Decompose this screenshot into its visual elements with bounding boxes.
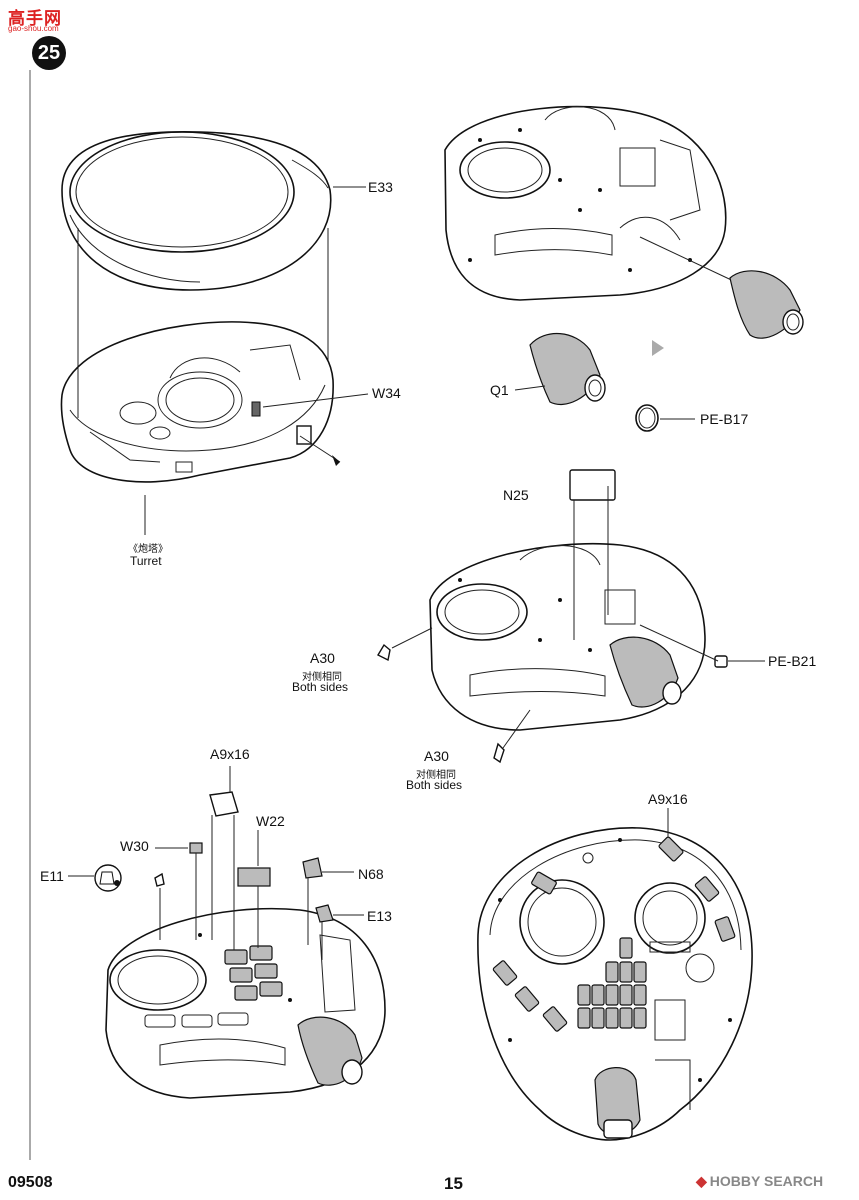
step-badge: 25 <box>32 36 66 70</box>
watermark: ◆HOBBY SEARCH <box>696 1173 823 1190</box>
site-logo: 高手网 gao-shou.com <box>6 4 76 34</box>
part-q1-sleeve <box>529 332 606 406</box>
glue-icon <box>94 864 122 892</box>
part-q1-sleeve-installed <box>729 270 804 339</box>
part-w22 <box>237 867 271 887</box>
site-logo-url: gao-shou.com <box>8 24 59 33</box>
turret-top-view <box>477 827 753 1141</box>
label-pe-b17: PE-B17 <box>700 411 749 427</box>
label-a30-left-cn: 对侧相同 <box>302 672 342 683</box>
turret-shell-lower <box>60 321 334 483</box>
label-w22: W22 <box>256 813 285 829</box>
part-a30-right <box>493 742 505 764</box>
part-e13 <box>315 904 334 923</box>
mantlet-sleeve-middle <box>609 636 682 708</box>
label-turret-en: Turret <box>130 554 162 568</box>
label-e13: E13 <box>367 908 392 924</box>
turret-middle <box>429 542 706 731</box>
mantlet-sleeve-bottom-left <box>297 1016 363 1086</box>
part-n68 <box>302 857 323 879</box>
label-w30: W30 <box>120 838 149 854</box>
label-q1: Q1 <box>490 382 509 398</box>
watermark-text: HOBBY SEARCH <box>709 1173 824 1189</box>
turret-top-right <box>444 105 727 301</box>
part-w30 <box>189 842 203 854</box>
part-pe-b17-ring <box>635 404 659 432</box>
product-code: 09508 <box>8 1174 53 1191</box>
label-e33: E33 <box>368 179 393 195</box>
label-a30-left-en: Both sides <box>292 680 349 694</box>
label-w34: W34 <box>372 385 401 401</box>
label-a9x16-left: A9x16 <box>210 746 250 762</box>
part-e11 <box>154 872 165 887</box>
direction-arrow-icon <box>652 340 664 356</box>
part-a9x16-left <box>209 791 239 817</box>
part-a30-left <box>377 643 391 662</box>
site-logo-text: 高手网 <box>8 9 62 28</box>
label-pe-b21: PE-B21 <box>768 653 817 669</box>
label-a9x16-right: A9x16 <box>648 791 688 807</box>
label-e11: E11 <box>40 868 64 884</box>
label-n25: N25 <box>503 487 529 503</box>
label-a30-right-cn: 对侧相同 <box>416 770 456 781</box>
page-number: 15 <box>444 1174 463 1193</box>
part-n25 <box>569 469 616 501</box>
label-turret-cn: 《炮塔》 <box>128 544 168 555</box>
mantlet-sleeve-top-view <box>594 1067 641 1139</box>
turret-bottom-left <box>105 907 386 1099</box>
part-pe-b21 <box>714 655 728 668</box>
label-a30-right-en: Both sides <box>406 778 463 792</box>
label-n68: N68 <box>358 866 384 882</box>
hobbysearch-logo-icon: ◆ <box>696 1173 707 1189</box>
part-e33-ring <box>61 130 332 291</box>
label-a30-left: A30 <box>310 650 335 666</box>
label-a30-right: A30 <box>424 748 449 764</box>
